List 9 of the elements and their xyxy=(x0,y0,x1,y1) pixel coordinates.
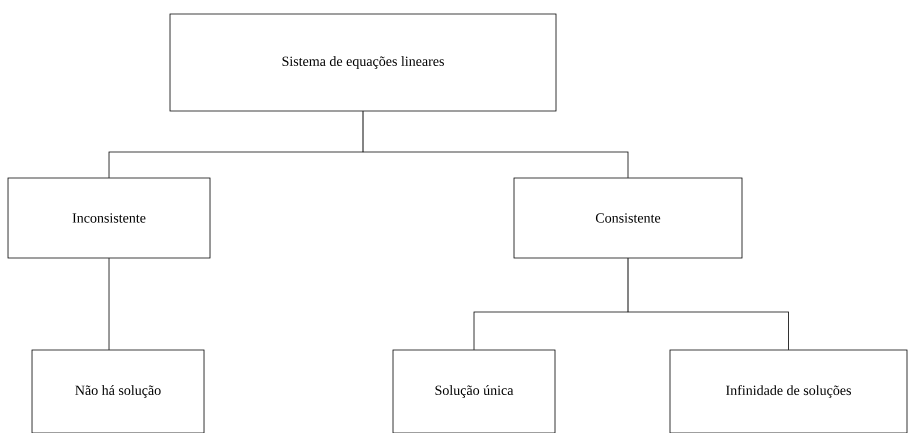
box: Inconsistente xyxy=(8,178,210,258)
box: Não há solução xyxy=(32,350,204,433)
box: Infinidade de soluções xyxy=(670,350,908,433)
connector-line xyxy=(108,258,110,350)
box: Sistema de equações lineares xyxy=(170,14,556,112)
box: Consistente xyxy=(514,178,742,258)
connector-line xyxy=(628,258,789,350)
connector-line xyxy=(362,111,628,178)
box: Solução única xyxy=(392,350,556,433)
